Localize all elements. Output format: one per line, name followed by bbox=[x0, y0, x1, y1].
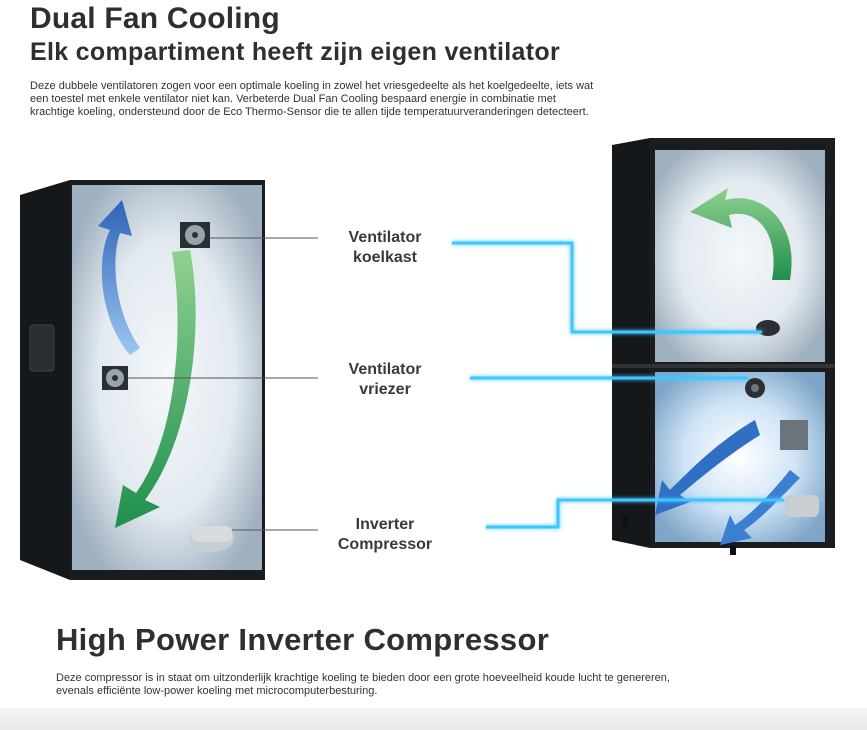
bottom-band bbox=[0, 708, 867, 730]
label-fan-fridge-line2: koelkast bbox=[352, 249, 418, 266]
fan-icon bbox=[180, 222, 210, 248]
page-subtitle: Elk compartiment heeft zijn eigen ventil… bbox=[30, 38, 560, 66]
fan-icon bbox=[756, 320, 780, 336]
section2-title: High Power Inverter Compressor bbox=[56, 622, 550, 657]
fan-icon bbox=[102, 366, 128, 390]
left-fridge bbox=[20, 180, 265, 580]
airflow-arrow-icon bbox=[655, 420, 760, 515]
airflow-arrow-icon bbox=[98, 200, 140, 355]
label-compressor-line1: Inverter bbox=[355, 516, 415, 533]
label-compressor: Inverter Compressor bbox=[320, 515, 450, 555]
label-fan-fridge: Ventilator koelkast bbox=[330, 228, 440, 268]
compressor-icon bbox=[190, 524, 234, 552]
leader-lines bbox=[128, 237, 318, 531]
airflow-arrow-icon bbox=[115, 250, 196, 528]
page-title: Dual Fan Cooling bbox=[30, 2, 280, 35]
section2-paragraph: Deze compressor is in staat om uitzonder… bbox=[56, 672, 670, 697]
compressor-icon bbox=[780, 420, 819, 517]
label-fan-freezer-line1: Ventilator bbox=[348, 361, 422, 378]
airflow-arrow-icon bbox=[690, 188, 792, 280]
airflow-arrow-icon bbox=[720, 470, 800, 545]
connector-lines bbox=[452, 241, 784, 529]
right-fridge bbox=[612, 138, 835, 555]
label-fan-freezer: Ventilator vriezer bbox=[330, 360, 440, 400]
fan-icon bbox=[745, 378, 765, 398]
intro-paragraph: Deze dubbele ventilatoren zogen voor een… bbox=[30, 80, 594, 118]
label-fan-fridge-line1: Ventilator bbox=[348, 229, 422, 246]
water-dispenser bbox=[29, 324, 55, 372]
label-compressor-line2: Compressor bbox=[337, 536, 433, 553]
label-fan-freezer-line2: vriezer bbox=[359, 381, 411, 398]
